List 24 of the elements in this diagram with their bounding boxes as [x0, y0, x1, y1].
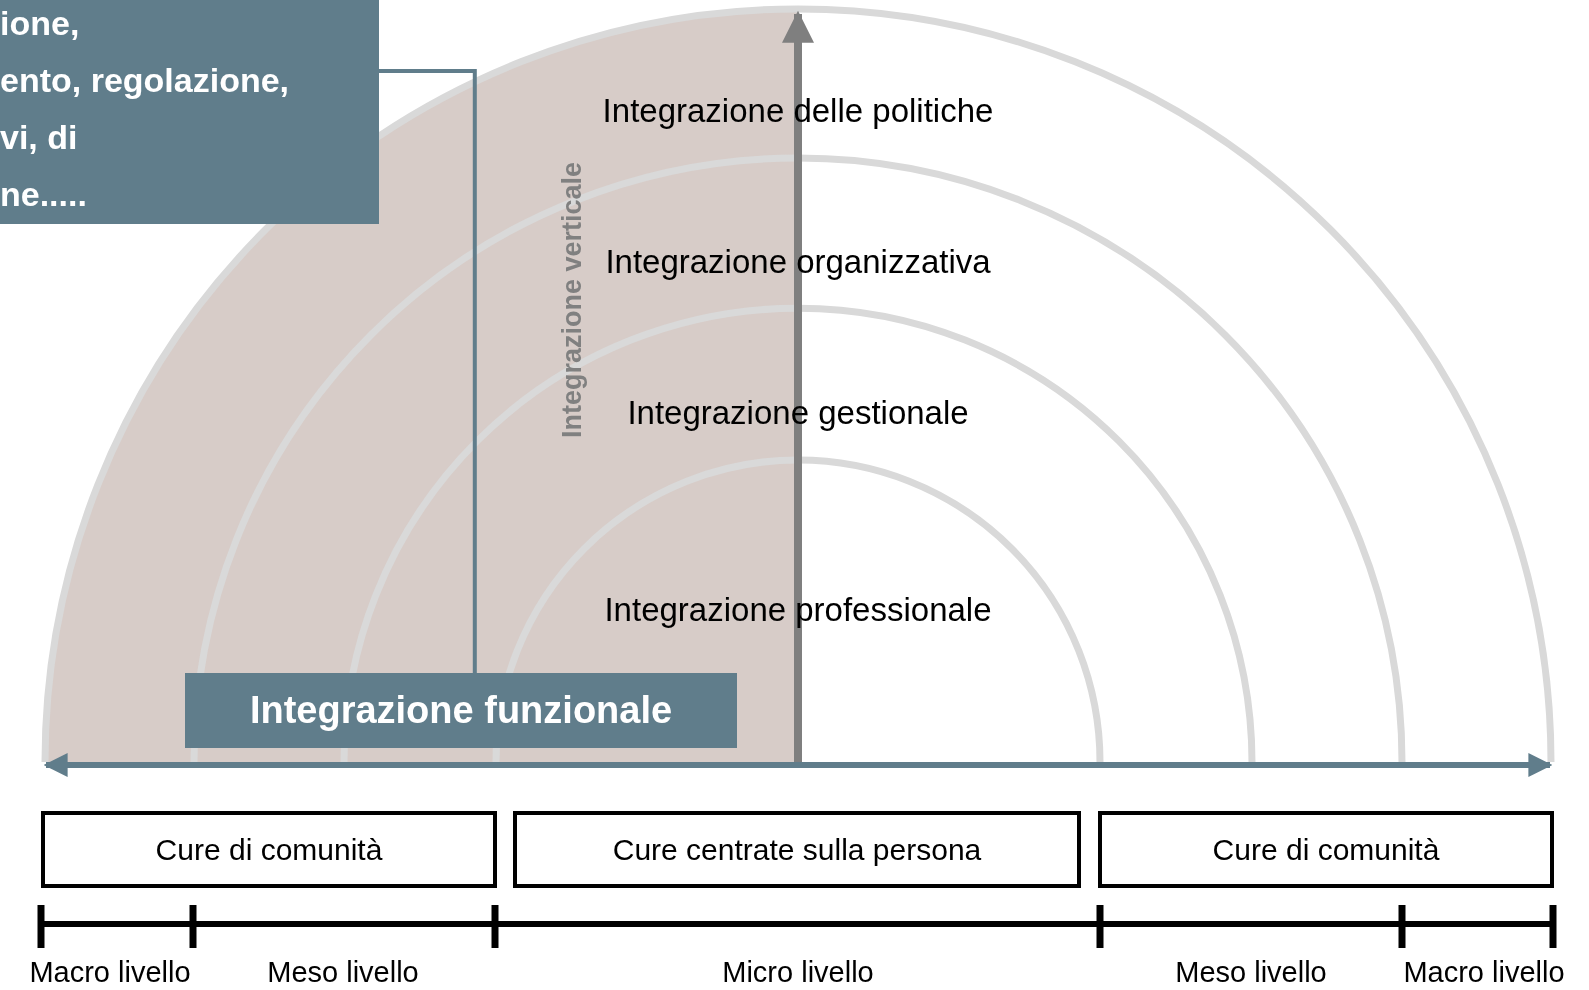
category-box [513, 811, 1081, 888]
level-label: Meso livello [1175, 957, 1327, 987]
text-line: vi, di [0, 117, 78, 158]
box-label: Cure di comunità [155, 831, 383, 868]
text-line: ento, regolazione, [0, 60, 290, 101]
box-label: Cure centrate sulla persona [612, 831, 982, 868]
box-label: Cure di comunità [1212, 831, 1440, 868]
leader-line [379, 69, 477, 673]
text-box [0, 0, 379, 224]
level-label: Macro livello [1403, 957, 1565, 987]
level-label: Micro livello [722, 957, 874, 987]
axis-label: Integrazione verticale [558, 161, 586, 439]
level-label: Macro livello [29, 957, 191, 987]
layer-label: Integrazione delle politiche [602, 93, 994, 127]
layer-label: Integrazione professionale [604, 592, 992, 626]
layer-label: Integrazione gestionale [627, 395, 969, 429]
text-line: ione, [0, 3, 80, 44]
text-line: ne..... [0, 174, 87, 215]
category-box [1098, 811, 1554, 888]
layer-label: Integrazione organizzativa [605, 244, 991, 278]
category-box [41, 811, 497, 888]
level-label: Meso livello [267, 957, 419, 987]
box-label: Integrazione funzionale [249, 687, 673, 733]
title-box [185, 673, 737, 748]
